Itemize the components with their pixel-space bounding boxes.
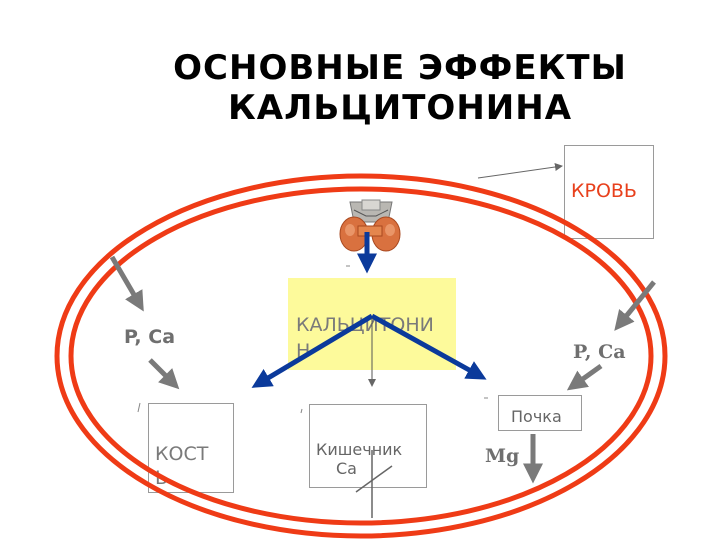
intestine-diagonal-line [355, 465, 393, 493]
kidney-label: Почка [511, 407, 562, 426]
right-ion-arrow-to-kidney [566, 363, 603, 391]
intestine-box: Кишечник [309, 404, 427, 488]
intestine-label: Кишечник [316, 440, 403, 459]
ions-right-label: P, Ca [573, 341, 626, 363]
blood-label: КРОВЬ [571, 180, 637, 202]
title-line-2: КАЛЬЦИТОНИНА [227, 88, 573, 128]
ions-left-label: P, Ca [124, 326, 176, 348]
hormone-to-bone-arrow [251, 313, 374, 388]
page-title: ОСНОВНЫЕ ЭФФЕКТЫ КАЛЬЦИТОНИНА [90, 48, 710, 128]
intestine-ca-label: Ca [336, 459, 357, 478]
inner-ring [68, 186, 654, 526]
title-line-1: ОСНОВНЫЕ ЭФФЕКТЫ [173, 48, 627, 88]
blood-pointer-line [477, 163, 563, 179]
left-ion-arrow-down [109, 255, 144, 312]
kidney-box: Почка [498, 395, 582, 431]
blood-box: КРОВЬ [564, 145, 654, 239]
left-ion-arrow-to-bone [148, 358, 180, 390]
hormone-to-kidney-arrow [370, 313, 487, 380]
thyroid-gland-icon [339, 199, 401, 252]
outer-ring [54, 173, 668, 539]
kidney-mg-label: Mg [485, 445, 520, 467]
right-ion-arrow-down [614, 280, 656, 331]
